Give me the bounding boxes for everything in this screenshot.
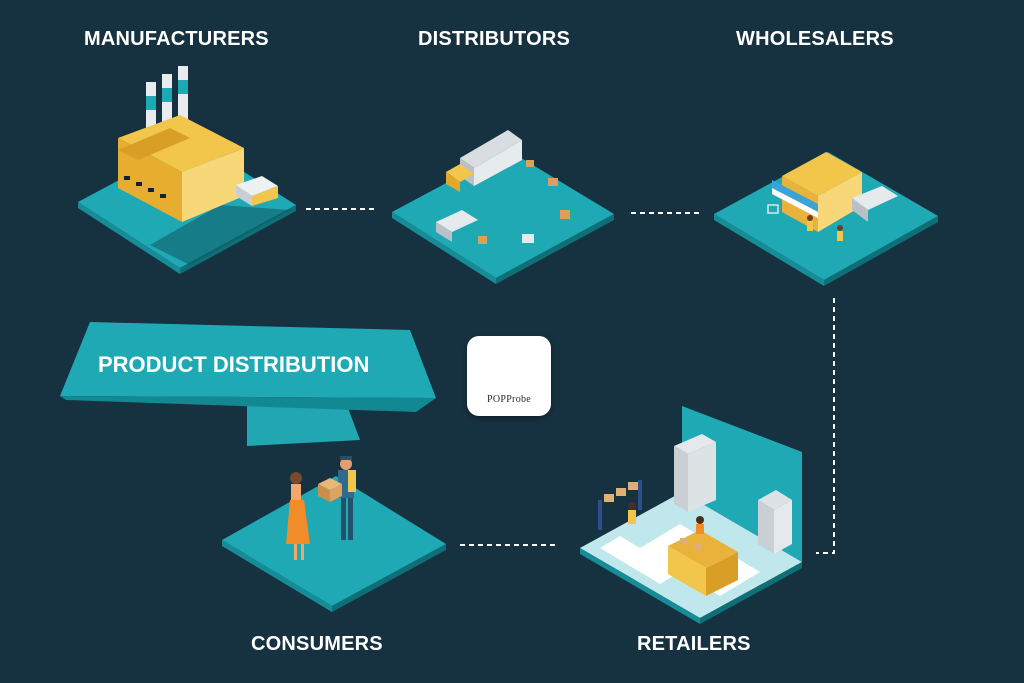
consumers-illustration — [222, 456, 446, 612]
manufacturers-label: MANUFACTURERS — [84, 28, 269, 50]
connector-lines — [306, 208, 835, 554]
retailers-illustration — [580, 406, 802, 624]
manufacturers-illustration — [78, 66, 296, 274]
popprobe-logo-card: POPProbe — [467, 336, 551, 416]
popprobe-logo-text: POPProbe — [486, 394, 532, 405]
distributors-label: DISTRIBUTORS — [418, 28, 571, 50]
wholesalers-label: WHOLESALERS — [736, 28, 894, 50]
consumers-label: CONSUMERS — [251, 633, 383, 655]
retailers-label: RETAILERS — [637, 633, 751, 655]
product-distribution-title: PRODUCT DISTRIBUTION — [98, 352, 370, 377]
wholesalers-illustration — [714, 152, 938, 286]
product-distribution-banner — [60, 322, 436, 446]
distributors-illustration — [392, 130, 614, 284]
